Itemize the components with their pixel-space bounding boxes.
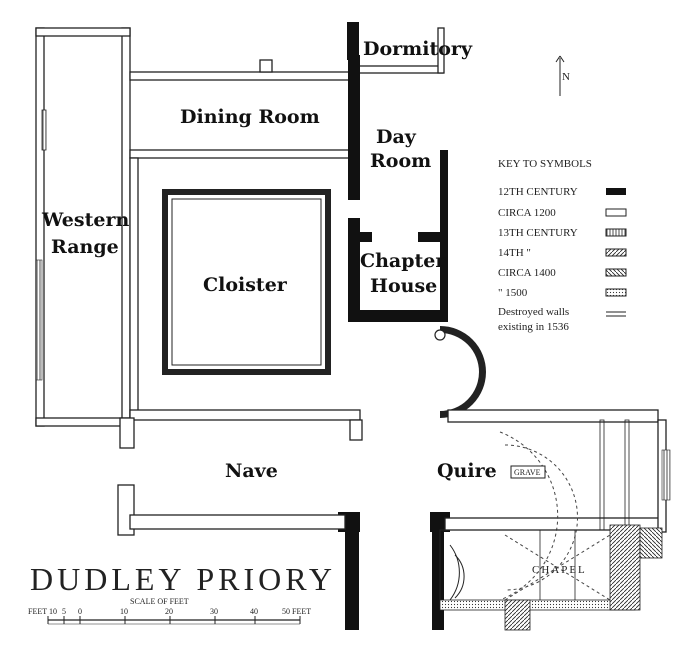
- scale-tick: 0: [78, 607, 82, 616]
- key-item-label: CIRCA 1200: [498, 207, 556, 219]
- key-title: KEY TO SYMBOLS: [498, 158, 592, 170]
- scale-tick: 30: [210, 607, 218, 616]
- key-swatch-cross-diagonal: [605, 268, 627, 277]
- cloister-walls: [129, 157, 363, 441]
- scale-tick: 5: [62, 607, 66, 616]
- room-label-dining-room: Dining Room: [180, 106, 320, 128]
- scale-bar: SCALE OF FEET FEET 10 5 0 10 20 30 40 50…: [28, 597, 311, 625]
- chapel-area: [439, 524, 663, 631]
- room-label-room: Room: [370, 150, 431, 172]
- church-walls: [117, 409, 671, 601]
- scale-tick: 40: [250, 607, 258, 616]
- north-arrow: N: [555, 55, 570, 96]
- scale-tick: 50 FEET: [282, 607, 311, 616]
- grave-marker: [510, 465, 546, 479]
- plan-title: DUDLEY PRIORY: [30, 561, 336, 597]
- key-item-label: 12TH CENTURY: [498, 186, 578, 198]
- key-item-label: 13TH CENTURY: [498, 227, 578, 239]
- room-label-cloister: Cloister: [203, 274, 288, 296]
- room-label-range: Range: [51, 236, 119, 258]
- grave-label: GRAVE: [514, 468, 541, 477]
- key-swatch-outline: [605, 208, 627, 217]
- room-label-quire: Quire: [437, 460, 497, 482]
- room-label-nave: Nave: [225, 460, 278, 482]
- scale-label: SCALE OF FEET: [130, 597, 189, 606]
- north-label: N: [562, 71, 570, 83]
- room-label-chapel: CHAPEL: [532, 564, 587, 576]
- key-item-label: 14TH ": [498, 247, 531, 259]
- scale-tick: FEET 10: [28, 607, 57, 616]
- key-item-label: Destroyed walls: [498, 306, 569, 318]
- key-item-label: " 1500: [498, 287, 528, 299]
- key-item-label: CIRCA 1400: [498, 267, 556, 279]
- room-label-day: Day: [376, 126, 417, 148]
- room-label-dormitory: Dormitory: [363, 38, 473, 60]
- room-label-western: Western: [41, 209, 129, 231]
- scale-tick: 20: [165, 607, 173, 616]
- room-label-house: House: [370, 275, 437, 297]
- key-item-label: existing in 1536: [498, 321, 569, 333]
- symbol-key: KEY TO SYMBOLS 12TH CENTURY CIRCA 1200 1…: [498, 158, 627, 333]
- key-swatch-diagonal-hatch: [605, 248, 627, 257]
- key-swatch-solid: [606, 188, 626, 195]
- key-swatch-vertical-hatch: [605, 228, 627, 237]
- scale-tick: 10: [120, 607, 128, 616]
- key-swatch-stipple: [605, 288, 627, 297]
- room-label-chapter: Chapter: [360, 250, 446, 272]
- twelfth-century-walls: [338, 22, 450, 630]
